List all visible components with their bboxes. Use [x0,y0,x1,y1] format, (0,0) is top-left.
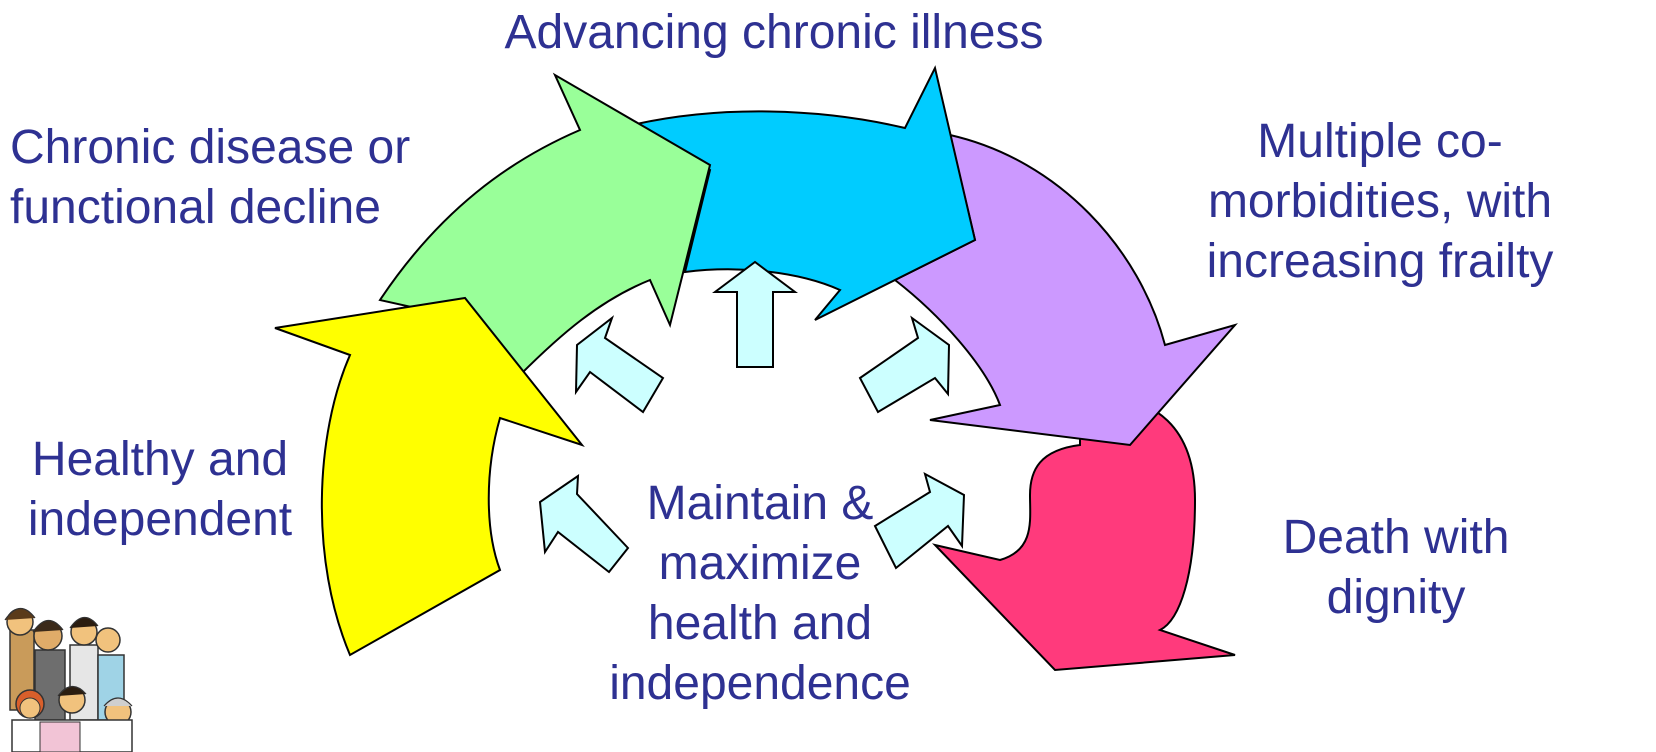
up-arrow [712,260,798,368]
upper-left-arrow [574,315,665,414]
multiple-comorbidities-arrow [893,133,1238,447]
chronic-disease-label: Chronic disease or functional decline [10,121,411,234]
upper-right-arrow [858,315,951,414]
advancing-chronic-illness-arrow [629,65,977,321]
lower-left-arrow [538,474,630,574]
multiple-comorbidities-label: Multiple co- morbidities, with increasin… [1206,115,1554,288]
advancing-chronic-illness-label: Advancing chronic illness [504,6,1044,59]
death-with-dignity-label: Death with dignity [1282,511,1510,624]
healthy-independent-arrow [274,296,585,657]
people-group-icon [0,600,240,752]
center-goal-label: Maintain & maximize health and independe… [609,477,911,710]
healthy-independent-label: Healthy and independent [27,433,293,546]
lower-right-arrow [873,472,966,570]
death-with-dignity-arrow [931,388,1236,672]
